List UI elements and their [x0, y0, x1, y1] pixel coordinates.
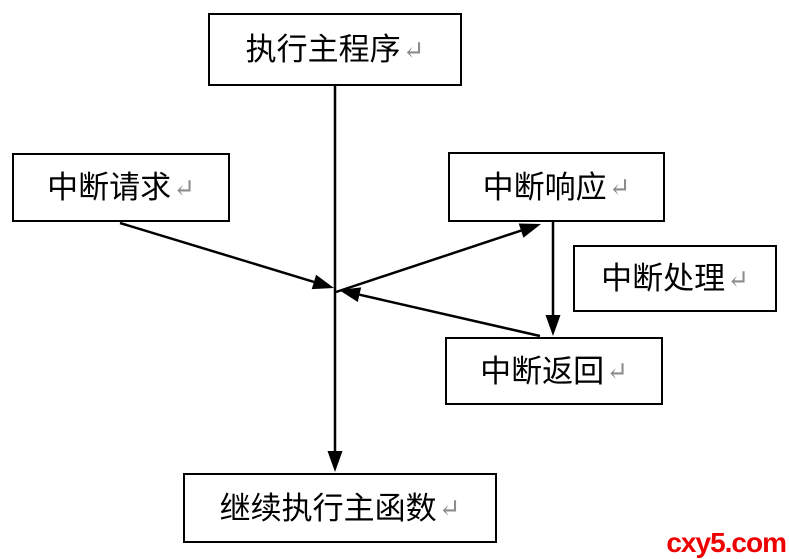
node-label-continue-main: 继续执行主函数 [219, 490, 437, 526]
paragraph-return-mark-icon: ↵ [608, 173, 631, 202]
watermark-text: cxy5.com [666, 527, 787, 558]
arrow-line-request-to-mainline [119, 221, 315, 284]
node-label-main-program: 执行主程序 [245, 32, 401, 67]
node-interrupt-request: 中断请求↵ [12, 153, 230, 222]
arrow-line-mainline-to-response [335, 229, 522, 294]
paragraph-return-mark-icon: ↵ [402, 35, 425, 65]
node-main-program: 执行主程序↵ [208, 13, 462, 86]
arrowhead-icon-response-to-return [545, 315, 561, 336]
paragraph-return-mark-icon: ↵ [438, 494, 461, 523]
arrow-line-return-to-mainline [359, 293, 541, 338]
node-interrupt-response: 中断响应↵ [448, 152, 665, 222]
arrowhead-icon-return-to-mainline [339, 287, 362, 302]
node-label-interrupt-response: 中断响应 [482, 169, 607, 205]
arrowhead-icon-mainline-to-response [518, 223, 541, 238]
paragraph-return-mark-icon: ↵ [727, 264, 749, 294]
node-label-interrupt-return: 中断返回 [480, 353, 605, 389]
node-interrupt-handling: 中断处理↵ [573, 245, 777, 312]
node-label-interrupt-request: 中断请求 [47, 170, 172, 205]
arrowhead-icon-main-flow [327, 451, 343, 472]
arrowhead-icon-request-to-mainline [311, 274, 334, 290]
node-label-interrupt-handling: 中断处理 [601, 261, 726, 296]
node-interrupt-return: 中断返回↵ [445, 337, 663, 405]
paragraph-return-mark-icon: ↵ [606, 357, 628, 386]
node-continue-main: 继续执行主函数↵ [183, 473, 497, 543]
paragraph-return-mark-icon: ↵ [173, 173, 195, 203]
